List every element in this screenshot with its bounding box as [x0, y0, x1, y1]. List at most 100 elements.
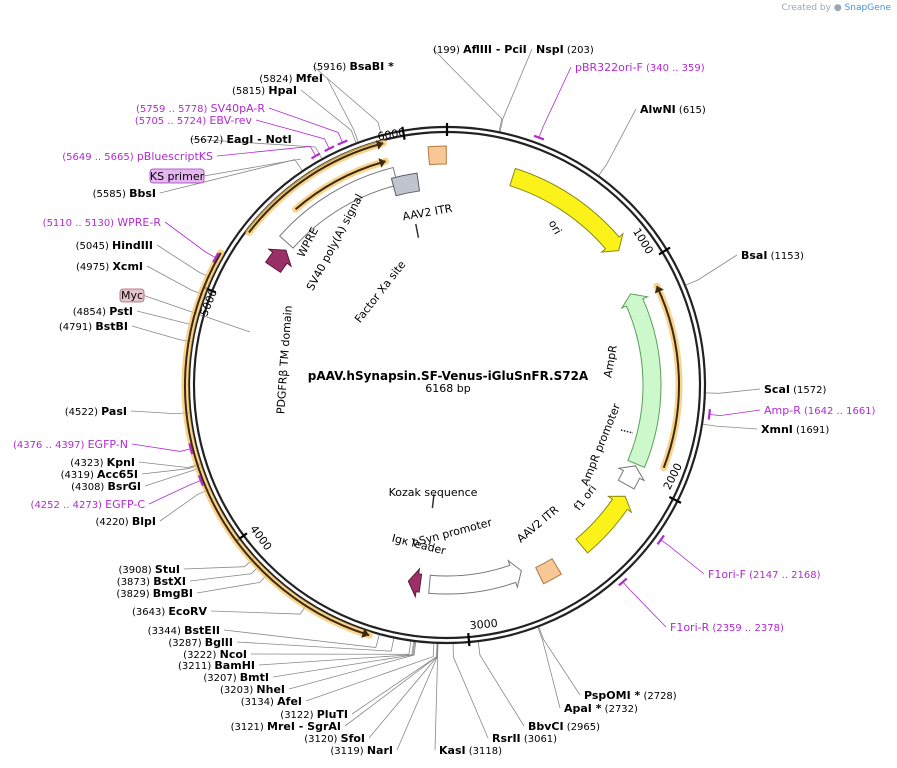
- bsaI-label: BsaI (1153): [741, 249, 804, 262]
- mreI-label: (3121) MreI - SgrAI: [231, 720, 341, 733]
- xmnI-label: XmnI (1691): [761, 423, 829, 436]
- bstEII-leader: [223, 629, 380, 648]
- f1ori-r-range: (2359 .. 2378): [709, 623, 784, 634]
- myc-text: Myc: [121, 289, 143, 302]
- f1ori-f-name: F1ori-F: [708, 568, 746, 581]
- kozak-mark: [431, 494, 435, 509]
- aav2-itr-1-arrow: [535, 558, 563, 585]
- nspI-leader: [499, 48, 533, 133]
- egfp-c-range: (4252 .. 4273): [31, 500, 106, 511]
- xcmI-name: XcmI: [112, 260, 143, 273]
- narI-position: (3119): [330, 746, 366, 757]
- egfp-c-mark: [197, 475, 204, 487]
- nheI-name: NheI: [256, 683, 285, 696]
- credit-brand: SnapGene: [844, 3, 891, 13]
- pbluescriptks-leader: [216, 145, 316, 157]
- f1ori-f-mark: [656, 534, 665, 545]
- bamHI-position: (3211): [178, 661, 214, 672]
- mreI-leader: [344, 642, 438, 727]
- bmgBI-position: (3829): [116, 589, 152, 600]
- tick-mark: [401, 126, 406, 140]
- narI-label: (3119) NarI: [330, 744, 393, 757]
- amp-r-name: Amp-R: [764, 404, 801, 417]
- plasmid-name: pAAV.hSynapsin.SF-Venus-iGluSnFR.S72A: [308, 369, 589, 383]
- pasI-position: (4522): [65, 407, 101, 418]
- eagI-name: EagI: [226, 133, 253, 146]
- pbr322ori-f-label: pBR322ori-F (340 .. 359): [575, 61, 705, 74]
- apaI-label: ApaI * (2732): [564, 702, 638, 715]
- kpnI-position: (4323): [70, 458, 106, 469]
- hpaI-label: (5815) HpaI: [232, 84, 297, 97]
- kasI-position: (3118): [466, 746, 503, 757]
- bsrGI-label: (4308) BsrGI: [71, 480, 141, 493]
- bstEII-position: (3344): [148, 626, 184, 637]
- stuI-leader: [183, 557, 256, 570]
- ecoRV-leader: [210, 602, 309, 615]
- bbsI-name: BbsI: [129, 187, 156, 200]
- pspOMI-position: (2728): [640, 691, 677, 702]
- bbvCI-name: BbvCI: [528, 720, 564, 733]
- sv40pa-r-name: SV40pA-R: [211, 102, 266, 115]
- ebv-rev-name: EBV-rev: [209, 114, 252, 127]
- bsaI-name: BsaI: [741, 249, 767, 262]
- bglII-leader: [236, 637, 395, 652]
- ebv-rev-range: (5705 .. 5724): [135, 116, 210, 127]
- pstI-name: PstI: [109, 305, 133, 318]
- bmtI-name: BmtI: [240, 671, 269, 684]
- eagI-name2: NotI: [266, 133, 292, 146]
- bamHI-name: BamHI: [214, 659, 255, 672]
- f1ori-r-label: F1ori-R (2359 .. 2378): [670, 621, 784, 634]
- amp-r-leader: [710, 409, 761, 417]
- f1ori-f-label: F1ori-F (2147 .. 2168): [708, 568, 821, 581]
- bglII-position: (3287): [168, 638, 204, 649]
- afeI-leader: [305, 642, 435, 702]
- ebv-rev-label: (5705 .. 5724) EBV-rev: [135, 114, 253, 127]
- mfeI-label: (5824) MfeI: [259, 72, 323, 85]
- leader-lines: [130, 48, 761, 751]
- eagI-label: (5672) EagI - NotI: [190, 133, 292, 146]
- hindIII-label: (5045) HindIII: [76, 239, 153, 252]
- blpI-leader: [159, 488, 211, 522]
- sfoI-position: (3120): [304, 734, 340, 745]
- xcmI-position: (4975): [76, 262, 112, 273]
- pbr322ori-f-name: pBR322ori-F: [575, 61, 643, 74]
- ecoRV-position: (3643): [132, 607, 168, 618]
- bstXI-leader: [189, 563, 262, 582]
- f1ori-r-leader: [623, 582, 667, 628]
- apaI-position: (2732): [602, 704, 639, 715]
- f1-ori-arrow: [575, 495, 633, 554]
- egfp-c-label: (4252 .. 4273) EGFP-C: [31, 498, 146, 511]
- mfeI-position: (5824): [259, 74, 295, 85]
- f1-ori-label: f1 ori: [571, 483, 599, 514]
- pasI-leader: [130, 410, 191, 415]
- igk-leader-arrow: [407, 567, 423, 599]
- factor-xa-mark: [415, 223, 420, 238]
- aflIII-name2: PciI: [504, 43, 526, 56]
- pbr322ori-f-leader: [538, 66, 572, 137]
- orf-venus-arrowhead: [361, 628, 370, 638]
- bsaBI-leader: [312, 65, 382, 136]
- mfeI-name: MfeI: [296, 72, 323, 85]
- bmtI-position: (3207): [203, 673, 239, 684]
- acc65I-name: Acc65I: [97, 468, 138, 481]
- nspI-label: NspI (203): [536, 43, 594, 56]
- scaI-leader: [704, 388, 761, 394]
- egfp-n-label: (4376 .. 4397) EGFP-N: [13, 438, 128, 451]
- wpre-r-label: (5110 .. 5130) WPRE-R: [43, 216, 162, 229]
- kasI-label: KasI (3118): [439, 744, 502, 757]
- pluTI-name: PluTI: [317, 708, 348, 721]
- pluTI-label: (3122) PluTI: [280, 708, 348, 721]
- orf-venus: [184, 252, 370, 637]
- sv40pa-r-range: (5759 .. 5778): [136, 104, 211, 115]
- kpnI-leader: [138, 461, 202, 469]
- credit-prefix: Created by: [781, 3, 831, 13]
- wpre-r-leader: [164, 221, 216, 258]
- hpaI-name: HpaI: [268, 84, 297, 97]
- nheI-leader: [288, 641, 417, 690]
- alwNI-label: AlwNI (615): [640, 103, 706, 116]
- nheI-position: (3203): [220, 685, 256, 696]
- bstEII-label: (3344) BstEII: [148, 624, 220, 637]
- scaI-position: (1572): [790, 385, 827, 396]
- nheI-label: (3203) NheI: [220, 683, 285, 696]
- wpre-r-range: (5110 .. 5130): [43, 218, 118, 229]
